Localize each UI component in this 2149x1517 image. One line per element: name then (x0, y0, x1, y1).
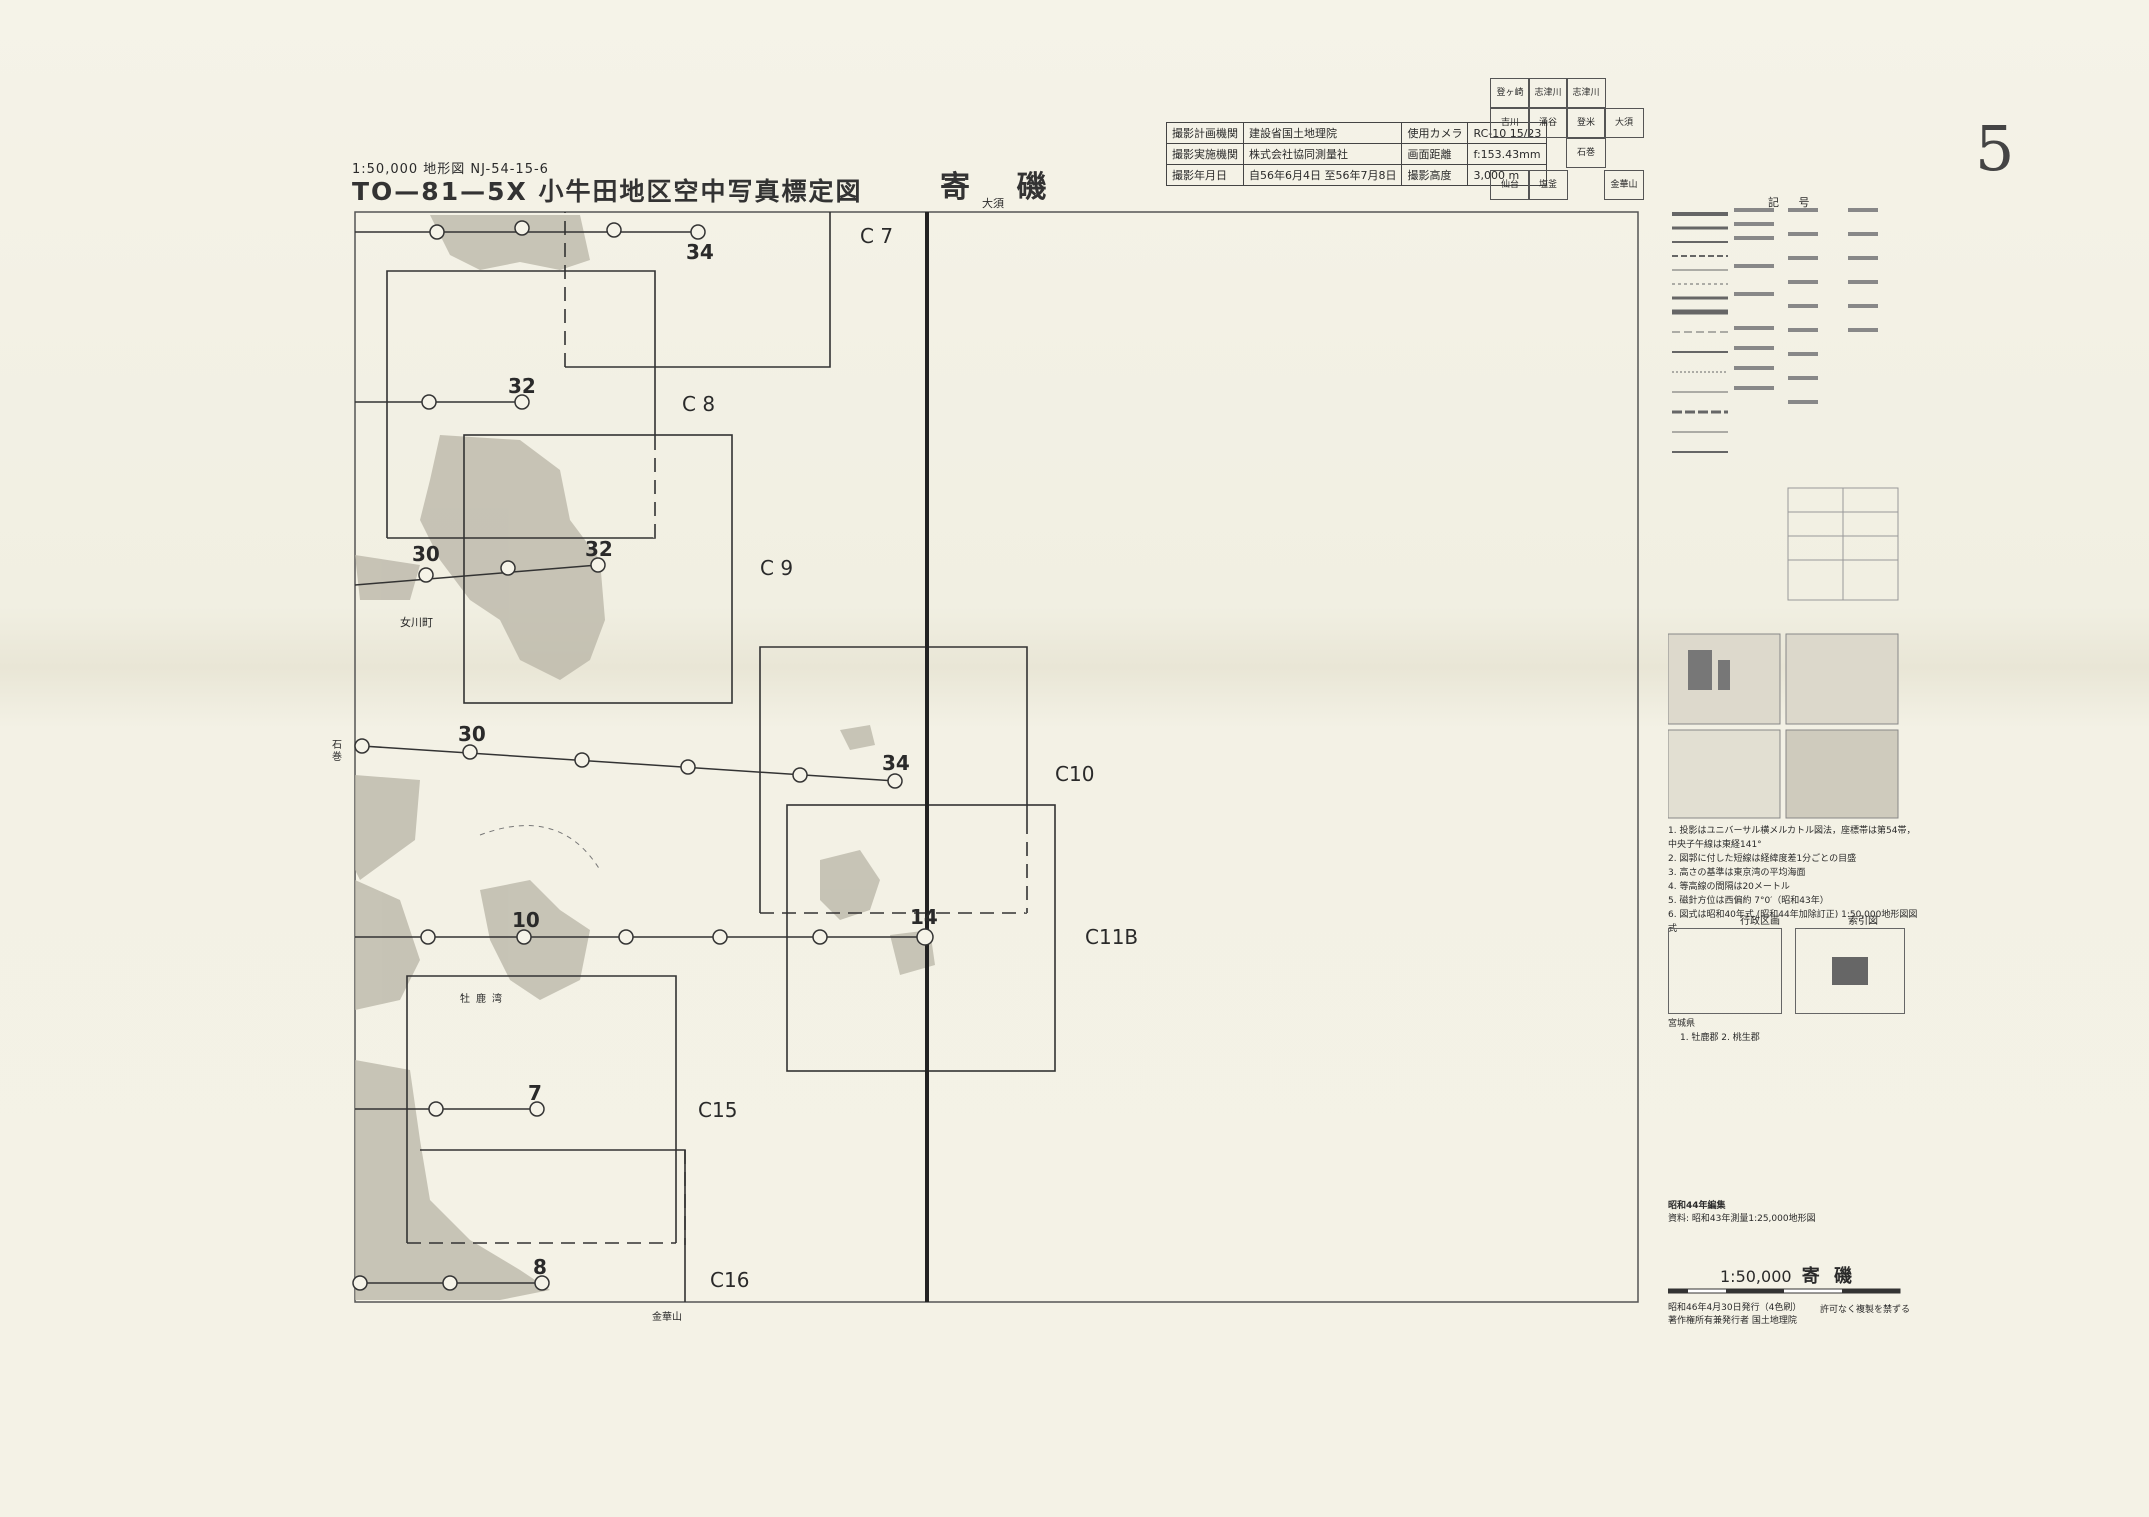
publisher-info: 昭和46年4月30日発行（4色刷） 著作権所有兼発行者 国土地理院 (1668, 1302, 1801, 1328)
index-cell: 大須 (1604, 108, 1644, 138)
index-map (1795, 928, 1905, 1014)
info-cell: 撮影実施機関 (1166, 143, 1244, 165)
depth-arc (479, 825, 601, 871)
index-cell: 仙台 (1490, 170, 1530, 200)
index-cell: 志津川 (1528, 78, 1568, 108)
pub-line: 著作権所有兼発行者 国土地理院 (1668, 1316, 1797, 1326)
legend-samples (1668, 633, 1899, 819)
photo-number: 34 (686, 240, 714, 264)
photo-number: 34 (882, 751, 910, 775)
map-notes: 1. 投影はユニバーサル横メルカトル図法，座標帯は第54帯，中央子午線は東経14… (1668, 824, 1918, 936)
note-line: 3. 高さの基準は東京湾の平均海面 (1668, 868, 1806, 878)
info-cell: 使用カメラ (1401, 122, 1469, 144)
box-c11b (786, 804, 1056, 1072)
photo-number: 32 (508, 374, 536, 398)
photo-number: 10 (512, 908, 540, 932)
coastline-land (355, 215, 935, 1300)
scale-line: 1:50,000 地形図 NJ-54-15-6 (352, 162, 549, 177)
edition-info: 昭和44年編集 資料: 昭和43年測量1:25,000地形図 (1668, 1200, 1816, 1226)
note-line: 5. 磁針方位は西偏約 7°0′（昭和43年） (1668, 896, 1829, 906)
admin-title: 行政区画 (1740, 916, 1780, 927)
place-label: 金華山 (652, 1312, 682, 1323)
info-cell: 建設省国土地理院 (1242, 122, 1403, 144)
admin-map (1668, 928, 1782, 1014)
photo-info-table: 撮影計画機関 建設省国土地理院 使用カメラ RC-10 15/23 撮影実施機関… (1166, 122, 1548, 186)
bottom-title: 1:50,000 寄 磯 (1720, 1262, 1856, 1288)
place-label: 石巻 (332, 740, 342, 763)
info-cell: f:153.43mm (1467, 143, 1548, 165)
top-index-grid: 登ヶ崎 志津川 志津川 吉川 涌谷 登米 大須 石巻 仙台 塩釜 金華山 (1490, 78, 1644, 200)
index-cell: 登米 (1566, 108, 1606, 138)
place-label: 牡鹿湾 (460, 994, 508, 1005)
photo-box-label: C10 (1055, 762, 1095, 786)
info-cell: 撮影高度 (1401, 164, 1469, 186)
box-c7 (565, 212, 831, 368)
main-title: TO—81—5X 小牛田地区空中写真標定図 (352, 177, 863, 206)
photo-number: 14 (910, 905, 938, 929)
box-c10 (759, 646, 1028, 913)
photo-number: 30 (412, 542, 440, 566)
index-cell: 吉川 (1490, 108, 1530, 138)
edition-line: 資料: 昭和43年測量1:25,000地形図 (1668, 1214, 1816, 1224)
sub-name: 大須 (982, 197, 1004, 210)
bottom-scale: 1:50,000 (1720, 1267, 1792, 1286)
admin-towns: 1. 牡鹿郡 2. 桃生郡 (1680, 1033, 1760, 1043)
index-cell: 志津川 (1566, 78, 1606, 108)
photo-box-label: C15 (698, 1098, 738, 1122)
photo-number: 8 (533, 1255, 547, 1279)
pub-line: 昭和46年4月30日発行（4色刷） (1668, 1303, 1802, 1313)
note-line: 6. 図式は昭和40年式 (昭和44年加除訂正) 1:50,000地形図図式 (1668, 910, 1918, 934)
photo-box-label: C 7 (860, 224, 894, 248)
admin-pref: 宮城県 (1668, 1019, 1696, 1029)
note-line: 1. 投影はユニバーサル横メルカトル図法，座標帯は第54帯，中央子午線は東経14… (1668, 826, 1916, 850)
scale-bar (1668, 1288, 1901, 1294)
sheet-name: 寄 磯 (940, 170, 1065, 205)
edition-line: 昭和44年編集 (1668, 1201, 1726, 1211)
note-line: 4. 等高線の間隔は20メートル (1668, 882, 1790, 892)
index-cell: 涌谷 (1528, 108, 1568, 138)
legend-panel (1672, 208, 1899, 601)
legend-title: 記 号 (1768, 196, 1818, 209)
index-cell: 石巻 (1566, 138, 1606, 168)
index-cell: 塩釜 (1528, 170, 1568, 200)
photo-box-label: C11B (1085, 925, 1139, 949)
box-c8 (386, 270, 656, 539)
note-line: 2. 図郭に付した短線は経緯度差1分ごとの目盛 (1668, 854, 1857, 864)
index-title: 索引図 (1848, 916, 1878, 927)
photo-box-label: C16 (710, 1268, 750, 1292)
photo-box-label: C 9 (760, 556, 794, 580)
bottom-name: 寄 磯 (1801, 1266, 1857, 1287)
info-cell: 画面距離 (1401, 143, 1469, 165)
copyright-note: 許可なく複製を禁ずる (1820, 1305, 1911, 1315)
info-cell: 撮影年月日 (1166, 164, 1244, 186)
page-number: 5 (1975, 112, 2015, 185)
flight-lines (352, 220, 934, 1291)
info-cell: 3,000 m (1467, 164, 1548, 186)
photo-boxes (386, 212, 1056, 1302)
photo-box-label: C 8 (682, 392, 716, 416)
info-cell: 自56年6月4日 至56年7月8日 (1242, 164, 1403, 186)
photo-number: 30 (458, 722, 486, 746)
map-frame (354, 211, 1639, 1303)
photo-number: 7 (528, 1081, 542, 1105)
index-cell: 登ヶ崎 (1490, 78, 1530, 108)
place-label: 女川町 (400, 616, 433, 629)
box-c9 (463, 434, 733, 704)
photo-number: 32 (585, 537, 613, 561)
index-cell: 金華山 (1604, 170, 1644, 200)
